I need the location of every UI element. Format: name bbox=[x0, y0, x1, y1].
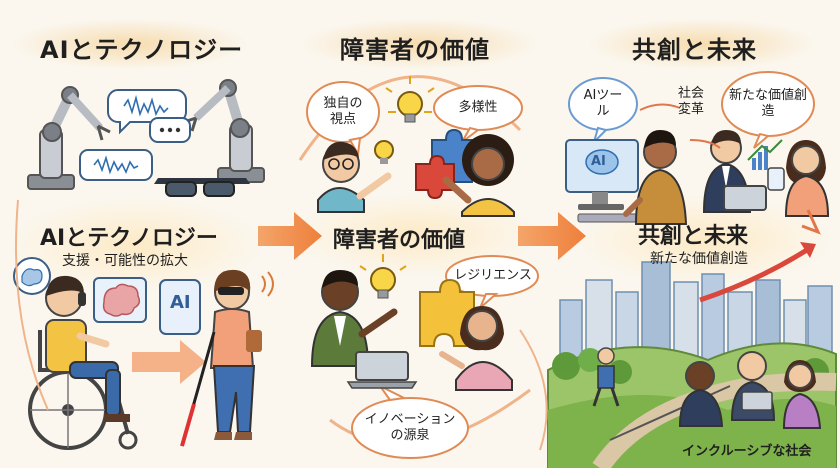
panel1-center-subtitle: 支援・可能性の拡大 bbox=[62, 253, 188, 269]
panel2-header: 障害者の価値 bbox=[340, 36, 490, 64]
header-wash-3 bbox=[587, 18, 817, 70]
panel1-center-title: AIとテクノロジー bbox=[40, 226, 218, 251]
header-wash-2 bbox=[300, 18, 540, 70]
panel1-loop-arc bbox=[15, 199, 49, 411]
lightbulb-small-icon bbox=[374, 140, 394, 164]
bubble-shape-innovation bbox=[351, 385, 469, 459]
wheelchair-user-figure bbox=[28, 275, 138, 450]
rising-trend-arrow bbox=[699, 245, 812, 303]
panel3-header: 共創と未来 bbox=[632, 36, 757, 64]
arrow-panel1-to-panel2 bbox=[258, 212, 322, 260]
bubble-ai-tools: AIツール bbox=[583, 88, 623, 119]
dots-bubble-icon bbox=[149, 117, 191, 143]
curved-arrow-2 bbox=[689, 139, 721, 149]
brain-tablet-icon bbox=[93, 277, 147, 323]
ai-tablet-icon bbox=[159, 279, 201, 335]
businessman-with-laptop-figure bbox=[702, 130, 767, 213]
panel3-center-subtitle: 新たな価値創造 bbox=[650, 251, 748, 267]
smart-glasses-icon bbox=[154, 178, 250, 197]
bubble-shape-ai-tools bbox=[568, 77, 638, 146]
thought-bubble-brain-icon bbox=[13, 257, 51, 295]
person-with-curly-hair-figure bbox=[442, 134, 515, 217]
panel2-side-arc bbox=[519, 329, 548, 451]
bubble-diversity: 多様性 bbox=[458, 100, 498, 115]
woman-explaining-figure bbox=[439, 306, 513, 391]
arrow-panel2-to-panel3 bbox=[518, 212, 586, 260]
person-with-glasses-figure bbox=[317, 141, 392, 213]
robot-arm-right-icon bbox=[183, 79, 265, 183]
bubble-unique-view: 独自の視点 bbox=[323, 96, 363, 127]
bubble-innovation-source: イノベーションの源泉 bbox=[364, 412, 456, 443]
voice-wave-bubble-small-icon bbox=[79, 149, 153, 181]
ai-tablet-label: AI bbox=[170, 292, 191, 313]
lightbulb-lower-icon bbox=[359, 254, 407, 299]
person-with-laptop-figure bbox=[310, 270, 418, 389]
header-wash-1 bbox=[10, 18, 250, 70]
panel1-header: AIとテクノロジー bbox=[40, 36, 244, 64]
center-wash-1 bbox=[5, 197, 265, 293]
bubble-shape-resilience bbox=[445, 255, 539, 309]
panel3-center-title: 共創と未来 bbox=[638, 224, 749, 249]
rising-trend-arrowhead bbox=[800, 242, 816, 258]
panel1-flow-arrow bbox=[132, 340, 206, 384]
inclusive-society-caption: インクルーシブな社会 bbox=[682, 444, 812, 459]
person-with-white-cane-figure bbox=[180, 269, 274, 447]
walking-person-figure bbox=[592, 347, 620, 407]
bubble-shape-diversity bbox=[433, 85, 523, 143]
growth-chart-icon bbox=[747, 139, 783, 170]
woman-with-tablet-figure bbox=[767, 140, 830, 217]
diverse-group-figures bbox=[678, 351, 822, 429]
man-at-computer-figure bbox=[623, 130, 688, 225]
robot-arm-left-icon bbox=[27, 86, 111, 190]
curved-arrow-1 bbox=[639, 103, 681, 111]
bubble-shape-new-value bbox=[721, 71, 815, 149]
bubble-resilience: レジリエンス bbox=[454, 268, 532, 283]
curved-arrow-3 bbox=[801, 209, 821, 235]
bubble-new-value-creation: 新たな価値創造 bbox=[728, 88, 807, 119]
label-social-change: 社会変革 bbox=[677, 86, 704, 117]
ai-monitor-label: AI bbox=[591, 154, 606, 169]
lightbulb-icon bbox=[385, 76, 435, 123]
ai-computer-monitor-icon bbox=[565, 139, 639, 223]
panel2-center-title: 障害者の価値 bbox=[333, 228, 466, 253]
